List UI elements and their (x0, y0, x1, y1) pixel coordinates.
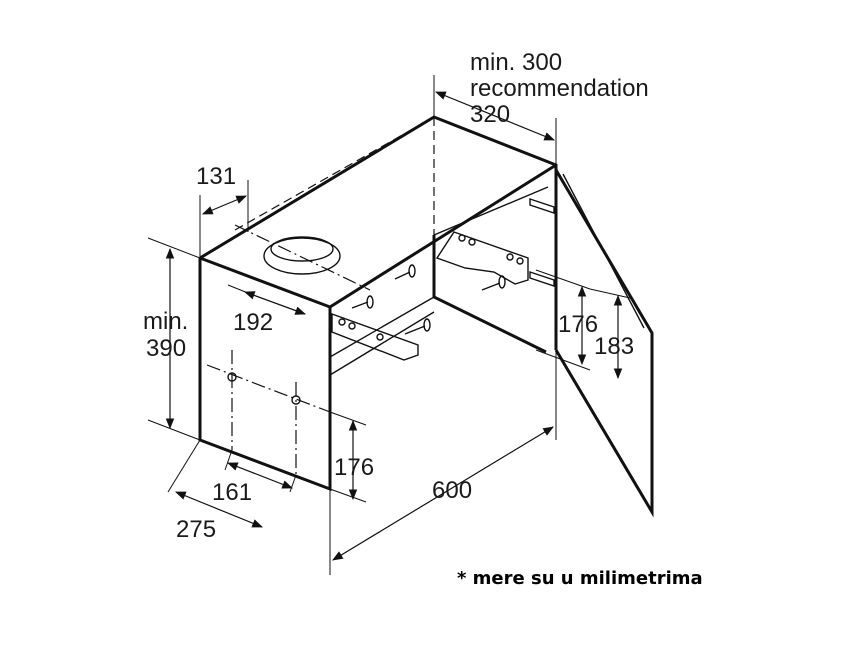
dimension-275 (174, 491, 264, 528)
label-176-front: 176 (334, 454, 374, 481)
wall-plug-top (529, 198, 555, 214)
label-183: 183 (594, 333, 634, 360)
screw-head (423, 318, 431, 332)
dimension-161 (226, 462, 294, 489)
screw-head (498, 275, 506, 289)
bracket-right-screw-hole (516, 257, 524, 265)
cabinet-inner-shelf-line (329, 311, 435, 376)
label-161: 161 (212, 479, 252, 506)
fixing-hole-front (227, 372, 237, 382)
label-600: 600 (432, 477, 472, 504)
dimension-top-depth (434, 91, 556, 141)
dimension-192 (243, 291, 307, 315)
wall-plug-bottom (529, 271, 555, 287)
duct-centerline (234, 224, 371, 291)
cabinet-inner-right-panel (432, 235, 547, 354)
duct-opening (234, 224, 371, 291)
dimension-lines (147, 75, 631, 575)
cabinet-top-panel (199, 115, 558, 350)
duct-hole-inner (270, 236, 334, 262)
bracket-right-screw-hole (458, 234, 466, 242)
cabinet-inner-top-edge (433, 186, 549, 236)
label-192: 192 (233, 309, 273, 336)
bracket-right-screw-hole (506, 253, 514, 261)
label-top-depth-recommended-value: 320 (470, 101, 510, 128)
cabinet-top-front-edge (199, 163, 557, 309)
mounting-brackets (331, 198, 555, 361)
bracket-left-screw-hole (348, 322, 356, 330)
fixing-centerline-horizontal (206, 364, 331, 413)
dimension-600 (332, 426, 554, 561)
cabinet-body (198, 115, 558, 492)
bracket-right (435, 231, 529, 285)
bracket-left-screw-hole (338, 318, 346, 326)
bracket-screws-left (351, 271, 426, 335)
cabinet-inner-bottom-edge (329, 296, 435, 358)
label-131: 131 (196, 163, 236, 190)
duct-hole-outer (263, 237, 341, 275)
label-top-depth-recommendation: recommendation (470, 75, 649, 102)
bracket-right-screw-hole (468, 238, 476, 246)
hidden-rear-left-edge (234, 116, 435, 231)
fixing-hole-rear (291, 395, 301, 405)
side-fixing-points (206, 350, 331, 475)
cabinet-left-panel (198, 258, 332, 492)
dimension-131 (202, 195, 247, 215)
screw-head (366, 295, 374, 309)
bracket-screws-right (481, 282, 501, 291)
door-inner-edge (562, 173, 645, 329)
label-height-min: min. (143, 308, 188, 335)
dimension-labels: min. 300 recommendation 320 131 192 min.… (143, 49, 703, 589)
cabinet-door (554, 169, 654, 518)
bracket-left-screw-hole (376, 333, 384, 341)
label-height-value: 390 (146, 335, 186, 362)
label-275: 275 (176, 516, 216, 543)
screw-head (408, 264, 416, 278)
label-176-door: 176 (558, 311, 598, 338)
bracket-left (331, 313, 419, 361)
units-note: * mere su u milimetrima (457, 568, 703, 589)
label-top-depth-min: min. 300 (470, 49, 562, 76)
